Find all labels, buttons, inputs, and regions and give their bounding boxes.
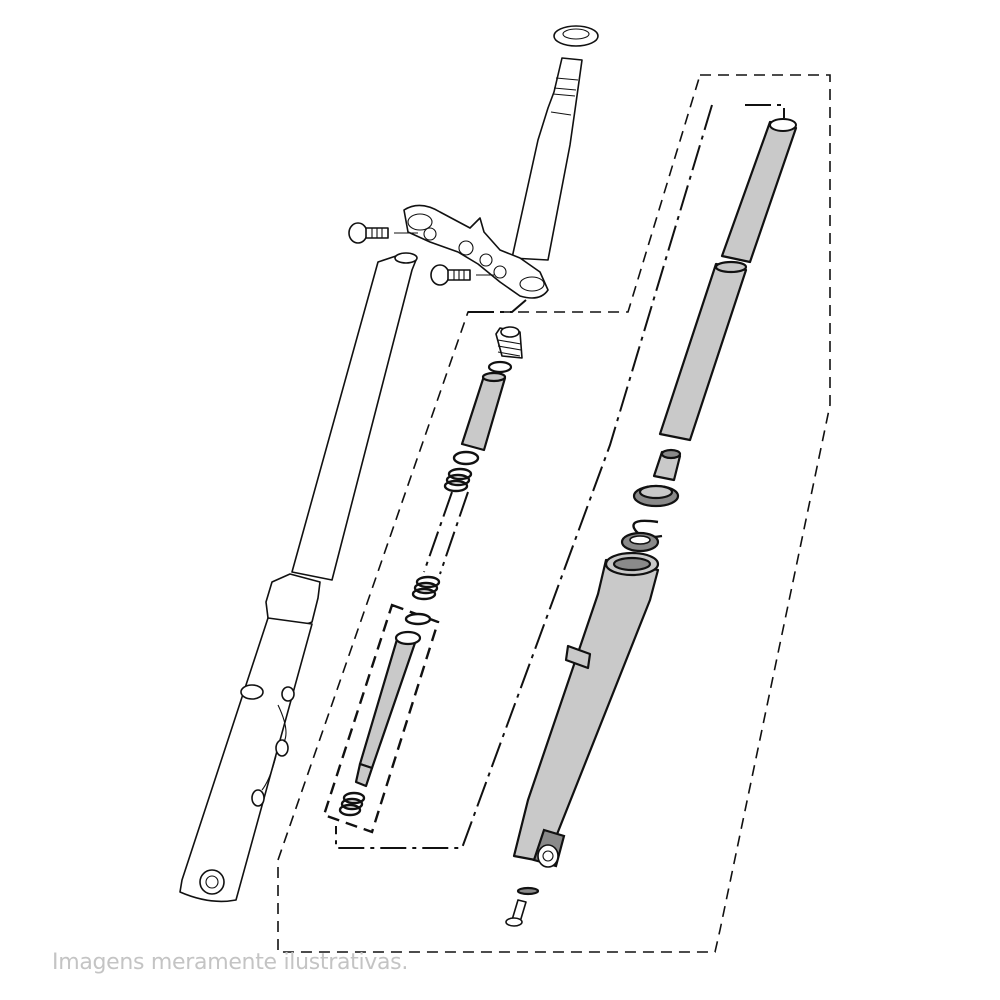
tubes-group [505,118,798,927]
oil-seal [620,531,660,553]
inner-tube-upper [720,120,798,264]
clamp-bolt-lower [430,264,494,286]
damper-group [338,612,432,817]
damper-rod [354,630,422,788]
clamp-bolt-upper [348,222,418,244]
steering-stem-group [403,25,599,299]
inner-tube-lower [658,262,748,442]
spacer-pipe [460,374,507,452]
spring-seat [452,450,480,466]
damper-rod-ring [404,612,432,626]
outer-dashed-boundary [277,74,831,953]
disclaimer-caption: Imagens meramente ilustrativas. [52,950,409,975]
fork-assembly-left [179,252,418,903]
damper-group-box [322,603,440,834]
outer-tube [512,551,660,868]
assembly-leader-line-left [335,104,713,849]
rebound-spring [338,791,366,817]
steering-stem [511,57,583,261]
fork-internals-group [411,326,523,601]
assembly-leader-line [745,104,785,118]
fork-spring [411,467,473,601]
dust-seal [632,484,680,508]
damper-bolt [505,899,527,927]
gasket-washer [516,886,540,896]
internals-top-leader [468,299,527,313]
o-ring [487,360,513,374]
fork-cap-bolt [495,326,523,359]
lower-triple-clamp [403,204,549,299]
